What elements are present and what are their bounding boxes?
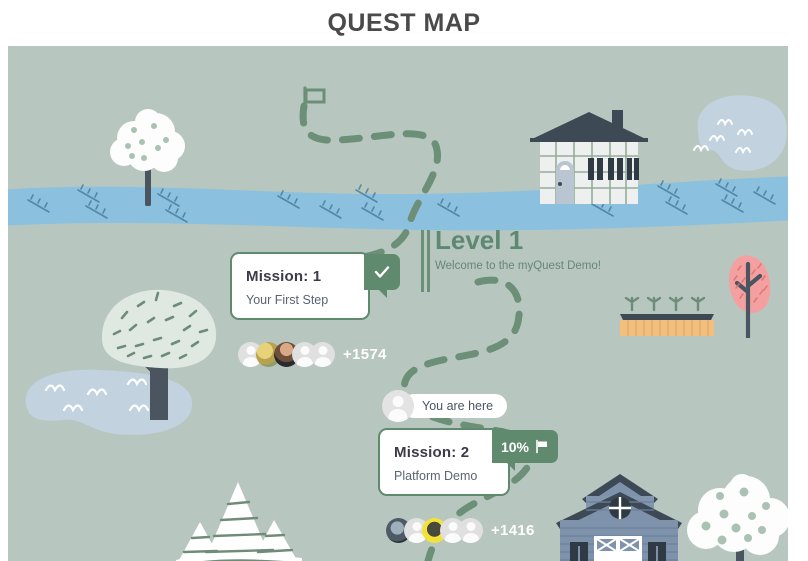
mission-1-subtitle: Your First Step [246, 293, 329, 307]
mission-1-participant-count: +1574 [343, 346, 387, 363]
mission-1-card[interactable]: Mission: 1 Your First Step [230, 252, 400, 320]
mission-2-card[interactable]: Mission: 2 Platform Demo 10% [378, 428, 558, 496]
level-title: Level 1 [435, 225, 524, 255]
page-title: QUEST MAP [327, 8, 481, 37]
you-are-here-marker[interactable]: You are here [382, 390, 508, 422]
blossom-tree-bottom-right [687, 474, 788, 561]
pink-tree [728, 255, 771, 338]
mission-2-progress-badge[interactable]: 10% [491, 430, 558, 471]
barn-house [556, 474, 682, 561]
you-are-here-label: You are here [402, 394, 508, 418]
mission-1-participants[interactable]: +1574 [238, 342, 387, 367]
mission-1-status-badge[interactable] [364, 254, 400, 298]
mission-2-title: Mission: 2 [394, 444, 470, 461]
blossom-tree-top-left [110, 109, 185, 206]
you-are-here-avatar[interactable] [382, 390, 414, 422]
mission-2[interactable]: Mission: 2 Platform Demo 10% +1416 [378, 428, 558, 543]
leafy-tree-left [102, 289, 217, 420]
mission-2-subtitle: Platform Demo [394, 469, 478, 483]
tudor-house [530, 110, 648, 204]
mission-1[interactable]: Mission: 1 Your First Step +1574 [230, 252, 400, 367]
pond-top-right [693, 95, 787, 171]
garden-bed [620, 296, 714, 336]
mission-2-progress-label: 10% [500, 438, 529, 455]
avatar[interactable] [310, 342, 335, 367]
mission-2-participant-count: +1416 [491, 522, 535, 539]
level-block: Level 1 Welcome to the myQuest Demo! [421, 225, 610, 293]
mission-1-title: Mission: 1 [246, 268, 322, 285]
check-icon [374, 266, 390, 278]
snowy-mountains [176, 482, 302, 561]
avatar[interactable] [458, 518, 483, 543]
flag-icon [536, 439, 547, 454]
quest-start-flag-icon [303, 86, 326, 120]
quest-map-canvas: Level 1 Welcome to the myQuest Demo! Mis… [8, 46, 788, 561]
mission-2-participants[interactable]: +1416 [386, 518, 535, 543]
level-subtitle: Welcome to the myQuest Demo! [435, 259, 601, 272]
